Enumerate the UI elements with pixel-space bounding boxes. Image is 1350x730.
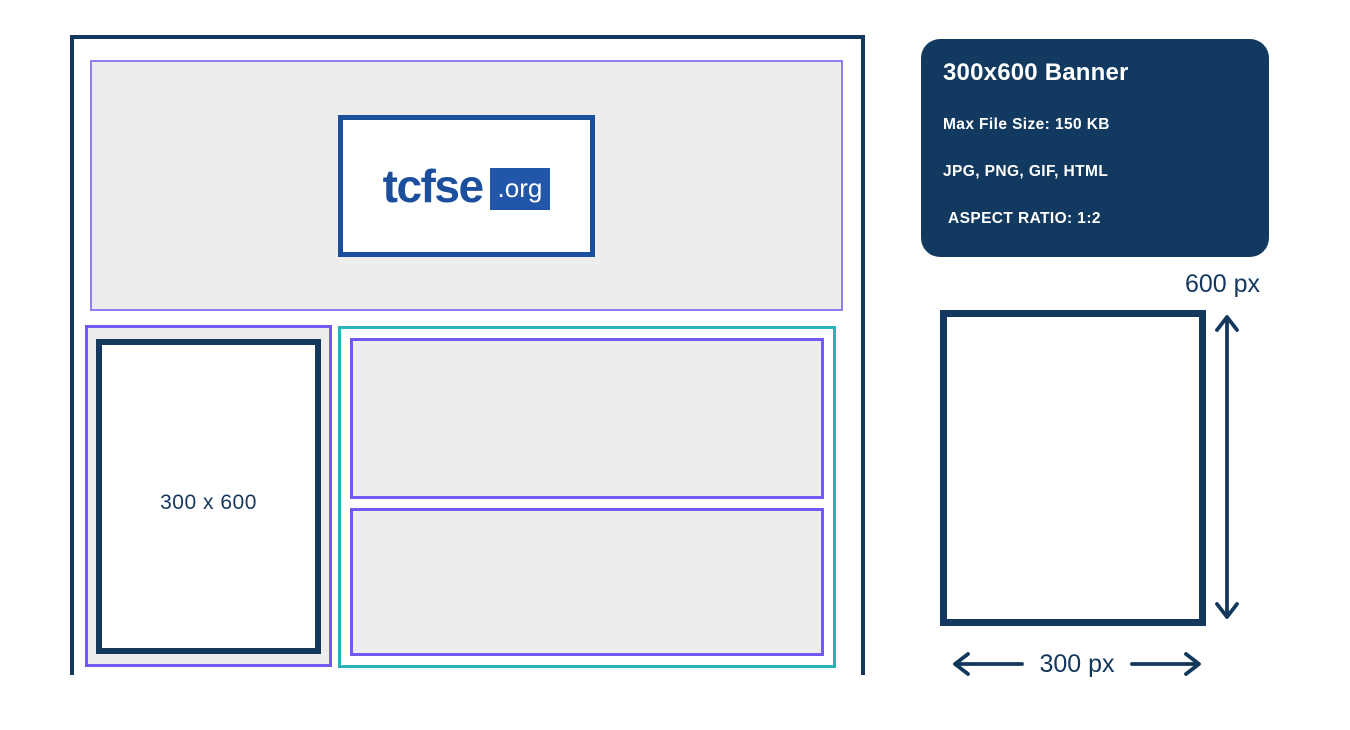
logo-wordmark: tcfse: [382, 159, 484, 212]
logo-tld-badge: .org: [489, 167, 551, 210]
content-block-placeholder: [350, 338, 824, 499]
spec-card: 300x600 Banner Max File Size: 150 KB JPG…: [921, 39, 1269, 257]
spec-max-file-size: Max File Size: 150 KB: [943, 116, 1110, 133]
page-header-placeholder: tcfse .org: [90, 60, 843, 311]
site-logo: tcfse .org: [338, 114, 595, 257]
banner-300x600-placement: 300 x 600: [96, 338, 321, 654]
banner-size-label: 300 x 600: [160, 491, 257, 514]
content-block-placeholder: [350, 508, 824, 656]
content-area-placeholder: [338, 326, 836, 668]
sidebar-ad-slot-frame: 300 x 600: [85, 325, 332, 667]
width-dimension-label: 300 px: [1039, 650, 1115, 678]
spec-card-title: 300x600 Banner: [943, 59, 1129, 86]
spec-aspect-ratio: ASPECT RATIO: 1:2: [948, 210, 1101, 227]
height-arrow-icon: [1215, 315, 1239, 619]
width-arrow-right-icon: [1130, 652, 1201, 676]
banner-dimension-outline: [940, 310, 1206, 626]
height-dimension-label: 600 px: [1184, 270, 1260, 298]
width-arrow-left-icon: [953, 652, 1024, 676]
webpage-wireframe: tcfse .org 300 x 600: [70, 35, 865, 675]
spec-file-formats: JPG, PNG, GIF, HTML: [943, 163, 1109, 180]
